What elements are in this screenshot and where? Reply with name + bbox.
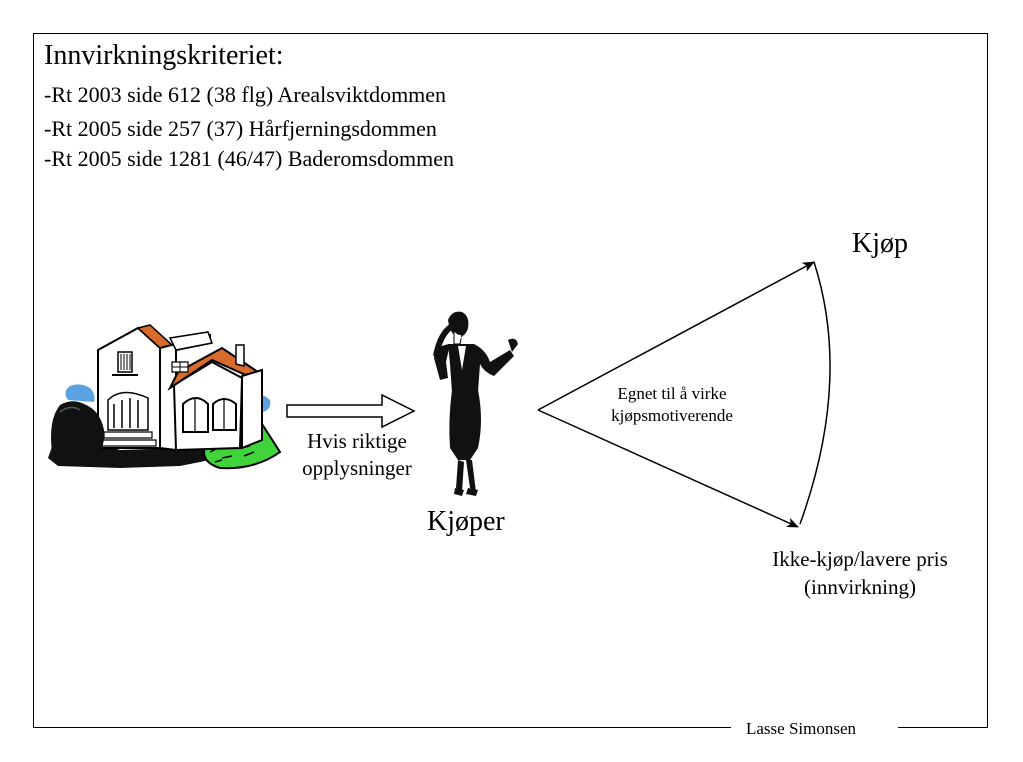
condition-label: Hvis riktige opplysninger — [282, 428, 432, 482]
effect-label-line: Egnet til å virke — [617, 384, 727, 403]
case-reference: -Rt 2005 side 1281 (46/47) Baderomsdomme… — [44, 146, 455, 171]
arrow-to-no-buy — [537, 409, 799, 528]
outcome-no-buy-label: Ikke-kjøp/lavere pris (innvirkning) — [730, 545, 990, 602]
effect-label: Egnet til å virke kjøpsmotiverende — [572, 383, 772, 427]
outcome-no-buy-line: Ikke-kjøp/lavere pris — [772, 547, 948, 571]
arrow-to-buy — [537, 261, 815, 411]
footer-rule-left — [33, 727, 731, 728]
woman-on-phone-clipart-icon — [433, 311, 518, 496]
buyer-label: Kjøper — [427, 506, 505, 537]
effect-label-line: kjøpsmotiverende — [611, 405, 733, 425]
case-reference: -Rt 2003 side 612 (38 flg) Arealsviktdom… — [44, 82, 447, 107]
hollow-arrow — [286, 393, 416, 429]
slide-title: Innvirkningskriteriet: — [44, 40, 284, 71]
condition-label-line: Hvis riktige — [307, 429, 407, 453]
slide-frame — [33, 33, 988, 728]
outcome-buy-label: Kjøp — [852, 228, 908, 259]
outcome-no-buy-line: (innvirkning) — [804, 575, 916, 600]
footer-rule-right — [898, 727, 988, 728]
case-reference: -Rt 2005 side 257 (37) Hårfjerningsdomme… — [44, 116, 437, 141]
author-footer: Lasse Simonsen — [746, 719, 857, 738]
house-clipart-icon — [48, 324, 282, 470]
condition-label-line: opplysninger — [302, 455, 412, 480]
outcome-arc — [799, 261, 831, 525]
